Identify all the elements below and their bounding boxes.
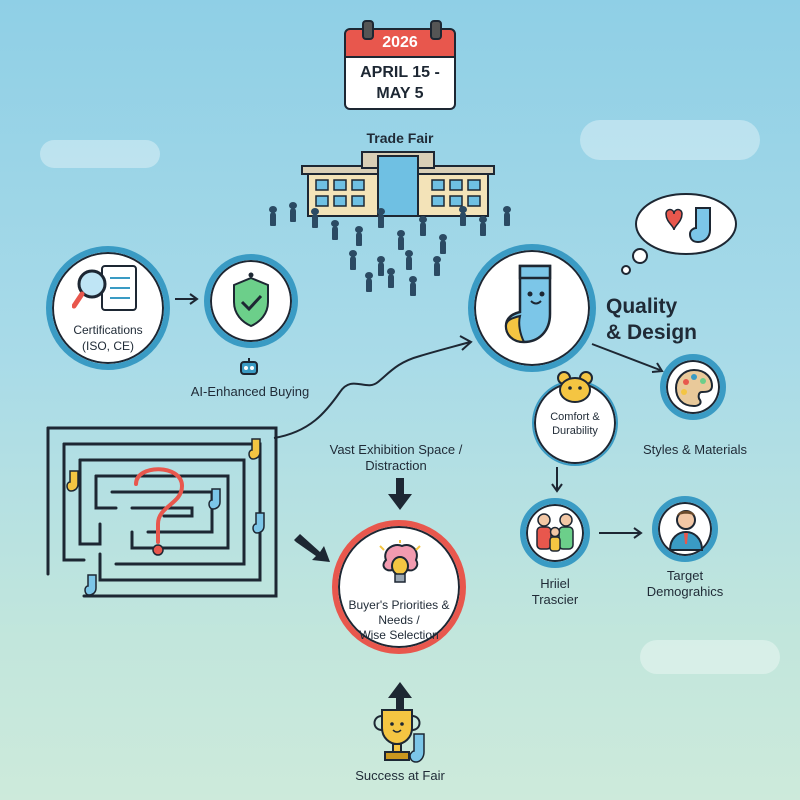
hriel-label-line1: Hriiel (540, 576, 570, 591)
sock-icon (252, 512, 265, 534)
demographics-label-line2: Demograhics (646, 584, 724, 599)
arrow-down-icon (551, 467, 563, 493)
certifications-label-line2: (ISO, CE) (81, 339, 134, 353)
cloud (40, 140, 160, 168)
sock-icon (84, 574, 97, 596)
certifications-label: Certifications (ISO, CE) (56, 322, 160, 354)
demographics-label-line1: Target (666, 568, 704, 583)
arrow-right-thick-icon (294, 534, 330, 562)
thought-bubble-icon (621, 193, 737, 275)
arrow-up-thick-icon (388, 682, 412, 714)
magnifier-checklist-icon (72, 265, 137, 311)
comfort-label-line2: Durability (552, 425, 598, 437)
arrow-down-thick-icon (388, 478, 412, 510)
priorities-label: Buyer's Priorities & Needs / Wise Select… (336, 598, 462, 643)
styles-label: Styles & Materials (642, 442, 748, 457)
cloud (640, 640, 780, 674)
exhibition-label: Vast Exhibition Space / Distraction (306, 442, 486, 474)
priorities-label-line1: Buyer's Priorities & (348, 598, 450, 612)
exhibition-label-line1: Vast Exhibition Space / (329, 442, 463, 457)
smiling-sock-icon (504, 264, 552, 344)
sock-icon (248, 438, 261, 460)
sock-icon (66, 470, 79, 492)
arrow-right-icon (175, 293, 199, 305)
businessman-icon (668, 510, 704, 551)
quality-design-line1: Quality (606, 295, 678, 318)
maze-icon (46, 426, 278, 598)
quality-design-title: Quality & Design (606, 294, 726, 346)
curved-arrow-icon (273, 335, 473, 439)
sock-icon (208, 488, 221, 510)
ai-buying-label: AI-Enhanced Buying (190, 384, 310, 399)
certifications-label-line1: Certifications (73, 323, 143, 337)
teddy-bear-icon (557, 371, 593, 403)
quality-design-line2: & Design (606, 321, 698, 344)
success-label: Success at Fair (355, 768, 445, 783)
cloud (580, 120, 760, 160)
calendar: 2026 APRIL 15 - MAY 5 (344, 20, 456, 110)
arrow-right-icon (599, 527, 643, 539)
trophy-icon (373, 709, 425, 763)
demographics-label: Target Demograhics (630, 568, 740, 600)
comfort-label: Comfort & Durability (532, 410, 618, 438)
priorities-label-line2: Needs / (378, 613, 420, 627)
comfort-label-line1: Comfort & (550, 411, 600, 423)
brain-lightbulb-icon (379, 540, 421, 583)
calendar-dates-line2: MAY 5 (376, 85, 424, 102)
exhibition-hall-icon (301, 151, 495, 217)
trade-fair-title: Trade Fair (366, 130, 434, 146)
calendar-dates-line1: APRIL 15 - (360, 64, 440, 81)
hriel-label: Hriiel Trascier (505, 576, 605, 608)
family-icon (536, 513, 574, 552)
arrow-icon (591, 343, 664, 373)
robot-icon (240, 358, 258, 375)
calendar-dates: APRIL 15 - MAY 5 (344, 58, 456, 110)
hriel-label-line2: Trascier (531, 592, 579, 607)
exhibition-label-line2: Distraction (365, 458, 427, 473)
palette-icon (674, 368, 714, 408)
robot-shield-icon (233, 272, 269, 328)
priorities-label-line3: Wise Selection (359, 628, 439, 642)
